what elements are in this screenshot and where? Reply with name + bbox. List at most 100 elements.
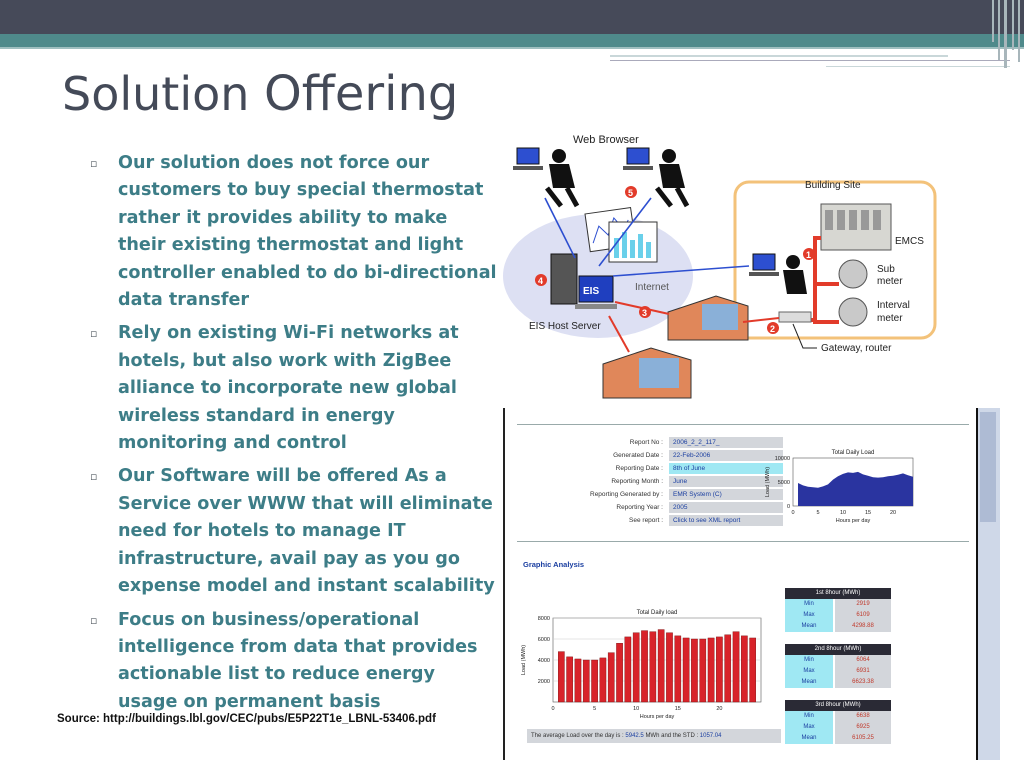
stat-box-title: 3rd 8hour (MWh) [785, 700, 891, 711]
stat-value: 2919 [835, 599, 891, 610]
chart-title: Total Daily load [637, 610, 678, 616]
bullet-marker: ▫ [90, 327, 98, 341]
bar [641, 630, 648, 703]
step-badge: 4 [535, 274, 547, 286]
emcs-cabinet-icon [820, 203, 892, 251]
vertical-scrollbar[interactable] [976, 408, 1000, 760]
report-info-label: Report No : [629, 439, 663, 446]
stat-value: 6105.25 [835, 733, 891, 744]
y-tick-label: 5000 [778, 480, 790, 486]
header-deco-line [610, 55, 948, 57]
building-site-label: Building Site [805, 180, 861, 191]
report-info-row: Reporting Generated by : EMR System (C) [565, 488, 783, 501]
report-info-row: Report No :2006_2_2_117_ [565, 436, 783, 449]
user-workstation-icon [623, 147, 690, 208]
report-thumbnail-icon [608, 221, 658, 263]
x-tick-label: 20 [716, 706, 722, 712]
svg-text:1: 1 [806, 250, 811, 260]
bar [616, 643, 623, 703]
bullet-marker: ▫ [90, 470, 98, 484]
y-tick-label: 2000 [538, 679, 550, 685]
web-browser-label: Web Browser [573, 134, 639, 146]
report-info-value: June [669, 476, 783, 487]
connection-arrow [544, 197, 576, 259]
gateway-pointer [792, 323, 817, 349]
emcs-label: EMCS [895, 236, 924, 247]
report-info-value: EMR System (C) [669, 489, 783, 500]
x-tick-label: 15 [675, 706, 681, 712]
report-info-row: Reporting Month :June [565, 475, 783, 488]
header-band-teal [0, 34, 1024, 47]
bar [724, 634, 732, 703]
stat-key: Min [785, 655, 833, 666]
bullet-text: Rely on existing Wi-Fi networks at hotel… [118, 323, 459, 454]
step-badge: 5 [625, 186, 637, 198]
scrollbar-thumb[interactable] [980, 412, 996, 522]
bar [599, 657, 607, 703]
bullet-item: ▫ Our solution does not force our custome… [90, 150, 500, 314]
x-tick-label: 0 [551, 706, 554, 712]
eis-label: EIS [583, 286, 599, 297]
summary-mean: 5942.5 [625, 733, 644, 739]
bar [624, 636, 632, 703]
bar [716, 636, 723, 703]
bullet-item: ▫ Rely on existing Wi-Fi networks at hote… [90, 320, 500, 457]
report-divider [517, 424, 969, 425]
bullet-marker: ▫ [90, 157, 98, 170]
x-tick-label: 10 [840, 510, 846, 516]
eis-server-icon: EIS [550, 253, 617, 309]
network-diagram: Web Browser Building Site EIS EIS Host S… [503, 134, 937, 399]
x-tick-label: 10 [633, 706, 639, 712]
report-info-value: 22-Feb-2006 [669, 450, 783, 461]
user-workstation-icon [749, 253, 807, 294]
bar [657, 629, 665, 703]
stat-key: Min [785, 711, 833, 722]
report-info-label: See report : [629, 517, 663, 524]
daily-summary-bar: The average Load over the day is : 5942.… [527, 729, 781, 743]
header-deco-line [610, 60, 1010, 61]
y-tick-label: 4000 [538, 658, 550, 664]
internet-label: Internet [635, 282, 669, 293]
report-info-label: Reporting Generated by : [590, 491, 663, 498]
report-info-label: Reporting Date : [615, 465, 663, 472]
stat-key: Max [785, 666, 833, 677]
report-info-row: Reporting Year :2005 [565, 501, 783, 514]
bullet-text: Our solution does not force our customer… [118, 153, 497, 311]
svg-text:4: 4 [538, 276, 543, 286]
x-tick-label: 5 [816, 510, 819, 516]
stat-value: 6623.38 [835, 677, 891, 688]
stat-value: 4298.88 [835, 621, 891, 632]
title-part-1: Solution [62, 67, 265, 121]
gateway-router-icon [778, 311, 812, 323]
report-info-row: Generated Date :22-Feb-2006 [565, 449, 783, 462]
interval-meter-label: meter [877, 313, 903, 324]
report-info-value: 2005 [669, 502, 783, 513]
bar [607, 652, 615, 703]
x-axis-label: Hours per day [640, 714, 675, 720]
area-series [798, 471, 913, 506]
sub-meter-label: Sub [877, 264, 895, 275]
report-info-value: 8th of June [669, 463, 783, 474]
graphic-analysis-title: Graphic Analysis [523, 560, 584, 569]
stat-value: 6638 [835, 711, 891, 722]
stat-box-title: 1st 8hour (MWh) [785, 588, 891, 599]
stat-key: Max [785, 722, 833, 733]
header-deco-bars [990, 0, 1024, 70]
report-info-row: Reporting Date : 8th of June [565, 462, 783, 475]
report-info-value[interactable]: Click to see XML report [669, 515, 783, 526]
building-icon [667, 295, 749, 341]
bullet-text: Focus on business/operational intelligen… [118, 609, 478, 712]
stat-value: 6064 [835, 655, 891, 666]
x-axis-label: Hours per day [836, 518, 871, 524]
bar [699, 638, 707, 703]
y-tick-label: 6000 [538, 637, 550, 643]
